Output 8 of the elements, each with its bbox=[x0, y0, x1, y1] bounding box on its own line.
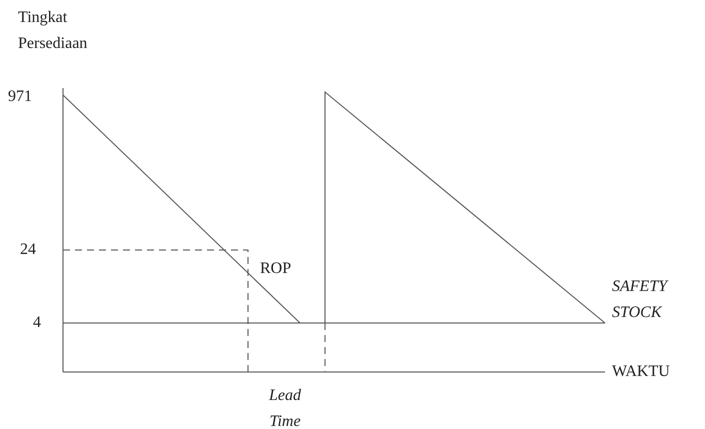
tick-label: 971 bbox=[8, 87, 32, 107]
point-label: ROP bbox=[260, 259, 292, 279]
tick-label: 4 bbox=[33, 313, 41, 333]
axis-title: WAKTU bbox=[612, 362, 670, 382]
line-label: SAFETY STOCK bbox=[612, 277, 670, 323]
axis-annotation: Lead Time bbox=[268, 386, 302, 429]
tick-label: 24 bbox=[20, 240, 36, 260]
axis-title: Tingkat Persediaan bbox=[18, 8, 88, 54]
